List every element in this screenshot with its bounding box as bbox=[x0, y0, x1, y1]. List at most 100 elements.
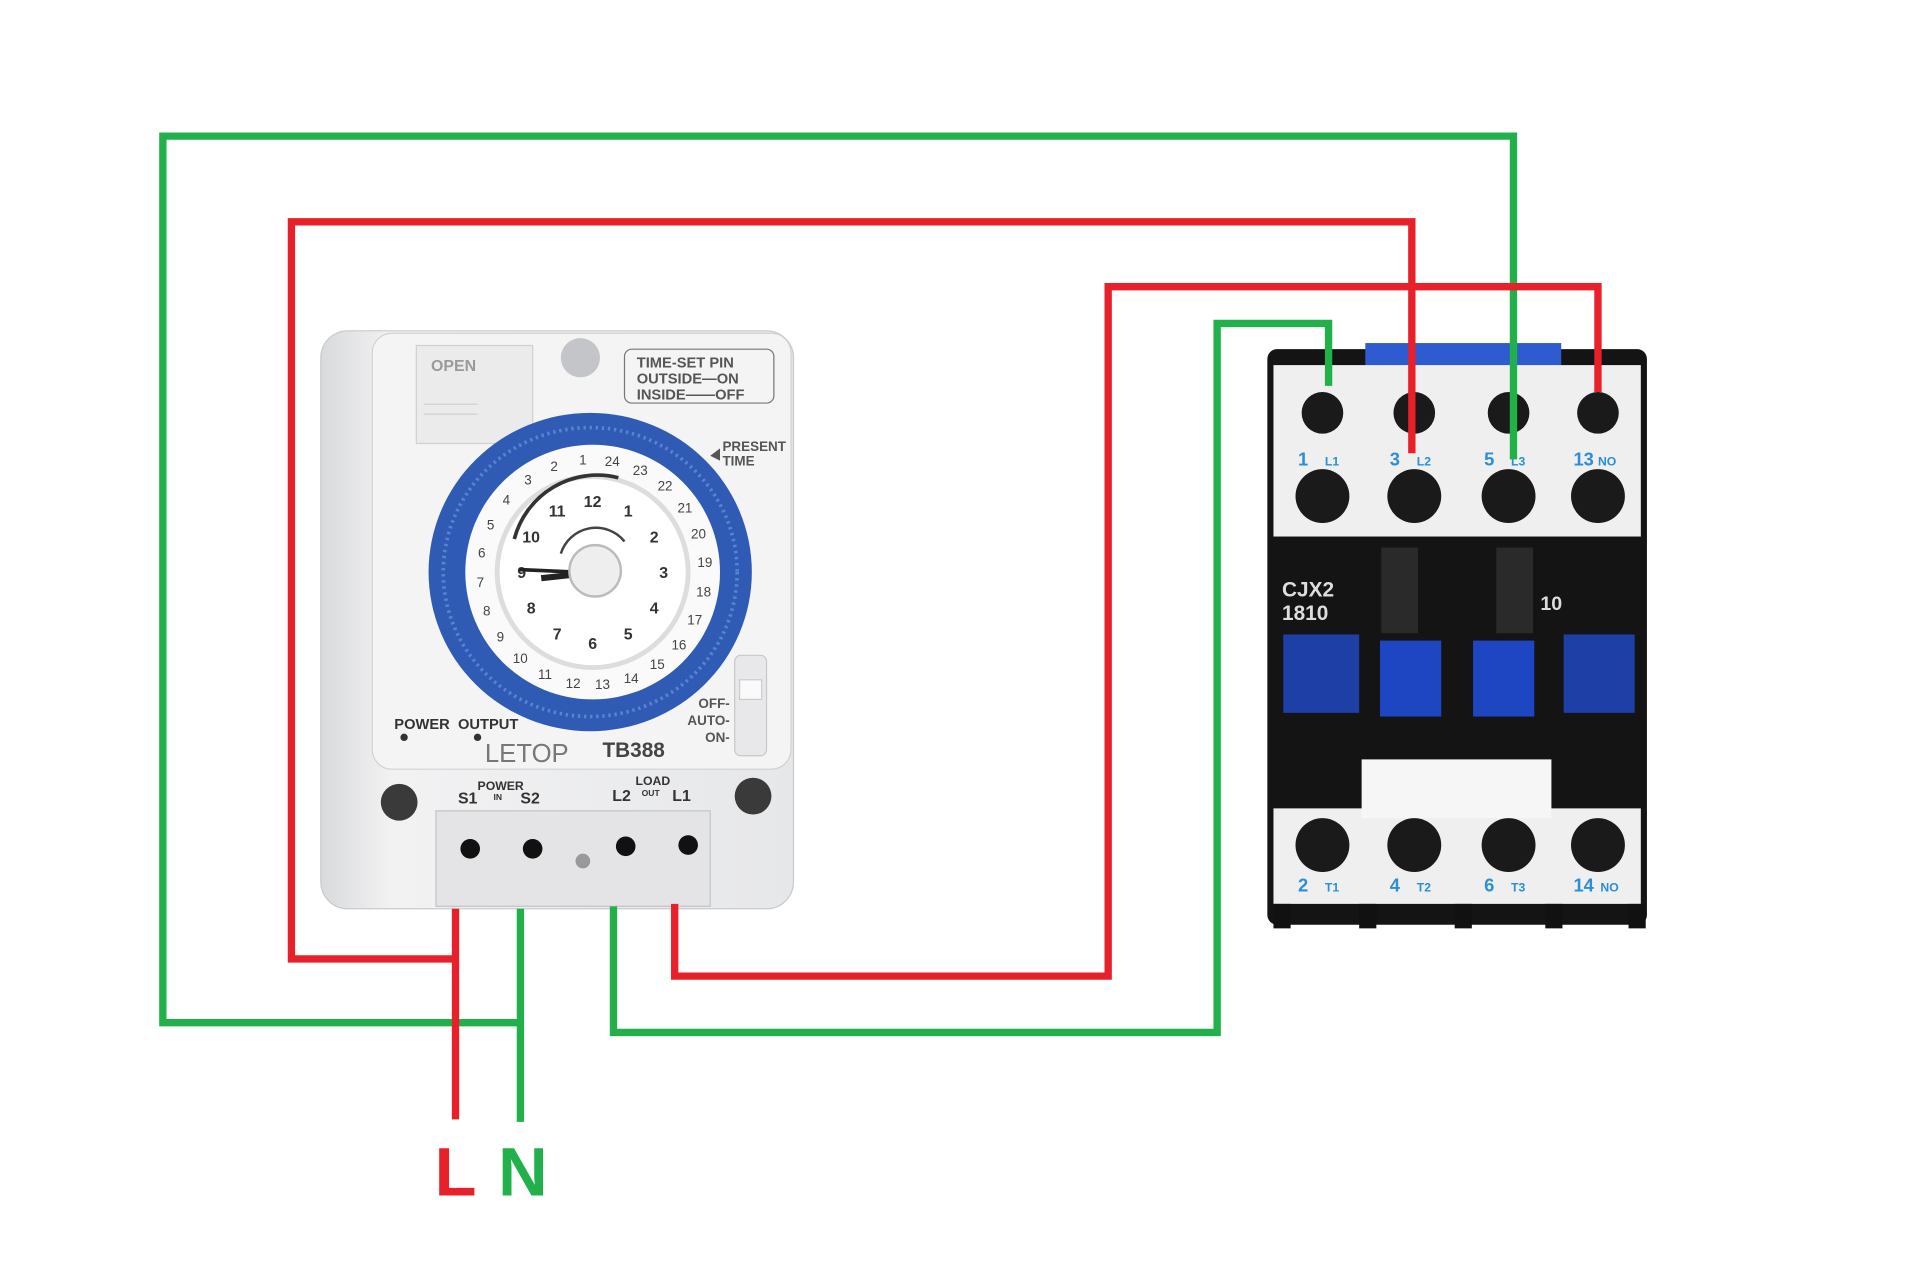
dial-hour-24: 15 bbox=[650, 657, 665, 672]
output-indicator-label: OUTPUT bbox=[458, 717, 518, 733]
terminal-tag: NO bbox=[1600, 881, 1618, 895]
wires bbox=[159, 132, 1602, 1122]
terminal-tag: NO bbox=[1598, 455, 1616, 469]
terminal-tag: T3 bbox=[1511, 881, 1525, 895]
dial-hour-12: 12 bbox=[584, 494, 602, 511]
dial-hour-24: 19 bbox=[697, 555, 712, 570]
dial-hour-24: 2 bbox=[550, 459, 557, 474]
terminal-tag: L1 bbox=[1325, 455, 1339, 469]
terminal-number: 13 bbox=[1573, 449, 1593, 470]
load-l2-wire-to-contactor-1 bbox=[609, 319, 1333, 1037]
dial-hour-24: 1 bbox=[579, 453, 586, 468]
terminal-number: 6 bbox=[1484, 875, 1494, 896]
terminal-tag: T1 bbox=[1325, 881, 1339, 895]
terminal-screw-2[interactable] bbox=[1295, 818, 1350, 873]
terminal-number: 1 bbox=[1298, 449, 1308, 470]
terminal-s2-label: S2 bbox=[520, 790, 540, 807]
dial-hour-24: 13 bbox=[595, 677, 610, 692]
top-coil-screw[interactable] bbox=[1577, 392, 1619, 434]
time-set-label: TIME-SET PIN bbox=[637, 356, 734, 372]
contactor-model-rating: 1810 bbox=[1282, 602, 1328, 625]
dial-hour-12: 2 bbox=[650, 530, 659, 547]
dial-knob[interactable] bbox=[568, 543, 623, 598]
open-cover[interactable] bbox=[415, 344, 534, 445]
dial-hour-24: 16 bbox=[671, 637, 686, 652]
neutral-wire-to-contactor-5 bbox=[159, 132, 1518, 1027]
mode-switch[interactable] bbox=[734, 654, 768, 757]
dial-hour-12: 3 bbox=[659, 565, 668, 582]
load-out-sub: OUT bbox=[642, 788, 661, 798]
terminal-screw-3[interactable] bbox=[1387, 469, 1442, 524]
dial-hour-24: 14 bbox=[624, 671, 639, 686]
present-time-label: PRESENT bbox=[722, 439, 786, 454]
dial-hour-24: 22 bbox=[658, 479, 673, 494]
dial-hour-24: 20 bbox=[691, 526, 706, 541]
minute-hand bbox=[519, 567, 576, 574]
present-time-label-2: TIME bbox=[722, 454, 754, 469]
dial-hour-12: 4 bbox=[650, 601, 659, 618]
dial-hour-24: 24 bbox=[605, 454, 620, 469]
open-label: OPEN bbox=[431, 358, 476, 375]
mode-auto-label: AUTO- bbox=[687, 713, 729, 728]
terminal-l2-label: L2 bbox=[612, 788, 631, 805]
dial-hour-24: 11 bbox=[538, 667, 552, 682]
dial-hour-12: 8 bbox=[527, 601, 536, 618]
dial-hour-24: 17 bbox=[687, 613, 702, 628]
present-time-arrow-icon bbox=[710, 448, 720, 461]
terminal-screw-14[interactable] bbox=[1571, 818, 1625, 873]
dial-hour-12: 10 bbox=[522, 530, 540, 547]
brand-logo: LETOP bbox=[485, 740, 569, 768]
timer-switch: OPEN TIME-SET PIN OUTSIDE—ON INSIDE——OFF… bbox=[320, 330, 795, 910]
terminal-screw-5[interactable] bbox=[1481, 469, 1536, 524]
timer-terminal-screws bbox=[460, 835, 698, 869]
time-set-outside: OUTSIDE—ON bbox=[637, 371, 739, 387]
mode-off-label: OFF- bbox=[698, 696, 729, 711]
dial-hour-12: 7 bbox=[553, 627, 562, 644]
dial-hour-24: 8 bbox=[483, 603, 490, 618]
terminal-number: 5 bbox=[1484, 449, 1494, 470]
power-led bbox=[400, 733, 408, 742]
power-in-sub: IN bbox=[493, 792, 502, 802]
terminal-tag: T2 bbox=[1417, 881, 1431, 895]
power-indicator-label: POWER bbox=[394, 717, 450, 733]
dial-hour-12: 11 bbox=[549, 504, 566, 521]
load-l1-wire-to-contactor-13 bbox=[671, 283, 1602, 980]
dial-hour-24: 23 bbox=[633, 463, 648, 478]
contactor-model: CJX2 bbox=[1282, 579, 1334, 602]
top-coil-screw[interactable] bbox=[1301, 392, 1344, 434]
dial-hour-24: 6 bbox=[478, 545, 485, 560]
terminal-number: 14 bbox=[1573, 875, 1594, 896]
dial-hour-24: 3 bbox=[524, 473, 531, 488]
terminal-screw-1[interactable] bbox=[1295, 469, 1350, 524]
dial-hour-24: 9 bbox=[497, 630, 504, 645]
dial-hour-24: 18 bbox=[696, 585, 711, 600]
dial-hour-24: 7 bbox=[477, 575, 484, 590]
contactor-aux-label: 10 bbox=[1540, 593, 1562, 615]
mode-on-label: ON- bbox=[705, 730, 730, 745]
terminal-tag: L2 bbox=[1417, 455, 1431, 469]
power-in-label: POWER bbox=[478, 779, 524, 793]
dial-hour-12: 5 bbox=[624, 627, 633, 644]
terminal-screw-6[interactable] bbox=[1481, 818, 1536, 873]
live-wire-to-contactor-3 bbox=[287, 218, 1416, 963]
terminal-screw-4[interactable] bbox=[1387, 818, 1442, 873]
live-label: L bbox=[435, 1133, 477, 1210]
dial-hour-24: 5 bbox=[487, 517, 494, 532]
terminal-number: 2 bbox=[1298, 875, 1308, 896]
dial-hour-24: 21 bbox=[677, 500, 692, 515]
top-coil-screw[interactable] bbox=[1487, 392, 1530, 434]
dial-hour-24: 10 bbox=[513, 651, 528, 666]
dial-hour-12: 6 bbox=[588, 636, 597, 653]
dial-hour-24: 12 bbox=[566, 676, 581, 691]
terminal-screw-13[interactable] bbox=[1571, 469, 1625, 524]
dial-hour-12: 9 bbox=[517, 565, 526, 582]
load-out-label: LOAD bbox=[636, 774, 671, 788]
terminal-l1-label: L1 bbox=[672, 788, 691, 805]
model-label: TB388 bbox=[602, 739, 664, 762]
terminal-number: 3 bbox=[1390, 449, 1400, 470]
terminal-s1-label: S1 bbox=[458, 790, 478, 807]
time-set-inside: INSIDE——OFF bbox=[637, 387, 745, 403]
